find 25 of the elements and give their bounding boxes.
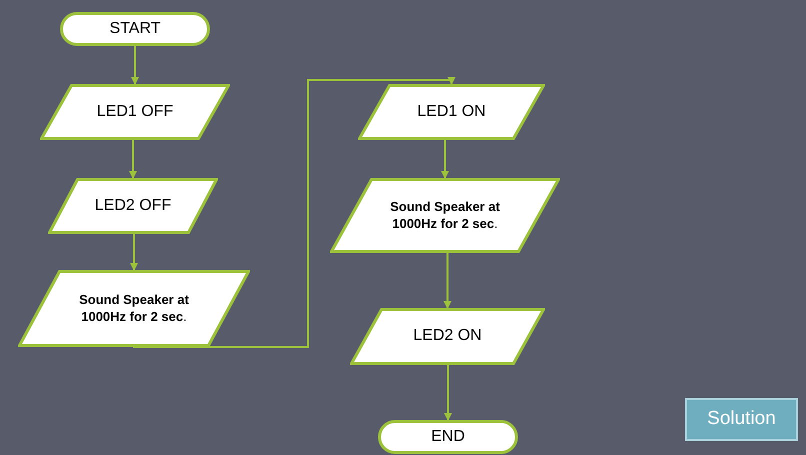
io-parallelogram: [358, 84, 545, 140]
node-label: LED2 ON: [413, 326, 482, 346]
node-label: END: [431, 426, 465, 447]
node-label: Sound Speaker at 1000Hz for 2 sec.: [389, 198, 501, 232]
io-parallelogram: [18, 270, 250, 347]
arrow: [131, 46, 139, 85]
node-label: START: [110, 18, 160, 39]
arrow: [444, 253, 452, 309]
arrow: [444, 365, 452, 421]
arrow: [130, 234, 138, 271]
node-label: LED1 ON: [417, 102, 486, 122]
solution-button: [685, 398, 798, 441]
arrow: [133, 77, 456, 348]
arrow: [129, 140, 137, 179]
io-parallelogram: [330, 178, 560, 253]
terminator-shape: [378, 420, 518, 454]
node-label: Sound Speaker at 1000Hz for 2 sec.: [78, 292, 190, 326]
node-label: Solution: [707, 407, 776, 432]
node-label: LED2 OFF: [94, 196, 172, 216]
io-parallelogram: [350, 308, 545, 365]
io-parallelogram: [40, 84, 230, 140]
io-parallelogram: [48, 178, 218, 234]
node-label: LED1 OFF: [96, 102, 174, 122]
arrow: [441, 140, 449, 179]
terminator-shape: [60, 12, 210, 46]
